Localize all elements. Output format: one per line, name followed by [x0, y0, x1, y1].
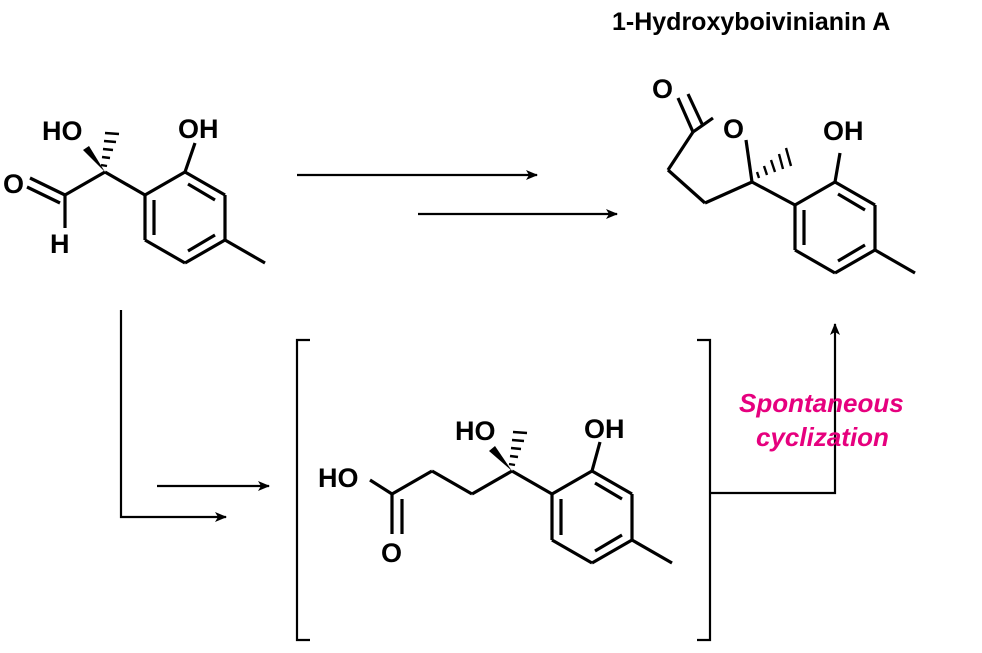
product-phenol-label: OH [823, 116, 864, 146]
hydroxyl-label: HO [42, 116, 83, 146]
cyclization-arrow [710, 323, 840, 495]
phenol-label: OH [178, 114, 219, 144]
acid-hydroxyl-label: HO [318, 463, 359, 493]
ring-oxygen-label: O [723, 114, 744, 144]
product-name: 1-Hydroxyboivinianin A [612, 8, 890, 36]
intermediate-acid-structure [369, 430, 673, 565]
branch-arrow [119, 310, 227, 522]
lactone-carbonyl-oxygen-label: O [652, 74, 673, 104]
intermediate-phenol-label: OH [584, 414, 625, 444]
condition-text-line-1: Spontaneous [739, 388, 904, 418]
aldehyde-hydrogen-label: H [50, 229, 70, 259]
starting-aldehyde-structure [26, 131, 266, 265]
acid-carbonyl-oxygen-label: O [381, 538, 402, 568]
left-bracket [295, 338, 310, 642]
right-bracket [697, 338, 712, 642]
tertiary-hydroxyl-label: HO [455, 416, 496, 446]
carbonyl-oxygen-label: O [3, 169, 24, 199]
condition-text-line-2: cyclization [756, 422, 889, 452]
product-lactone-structure [666, 93, 916, 275]
